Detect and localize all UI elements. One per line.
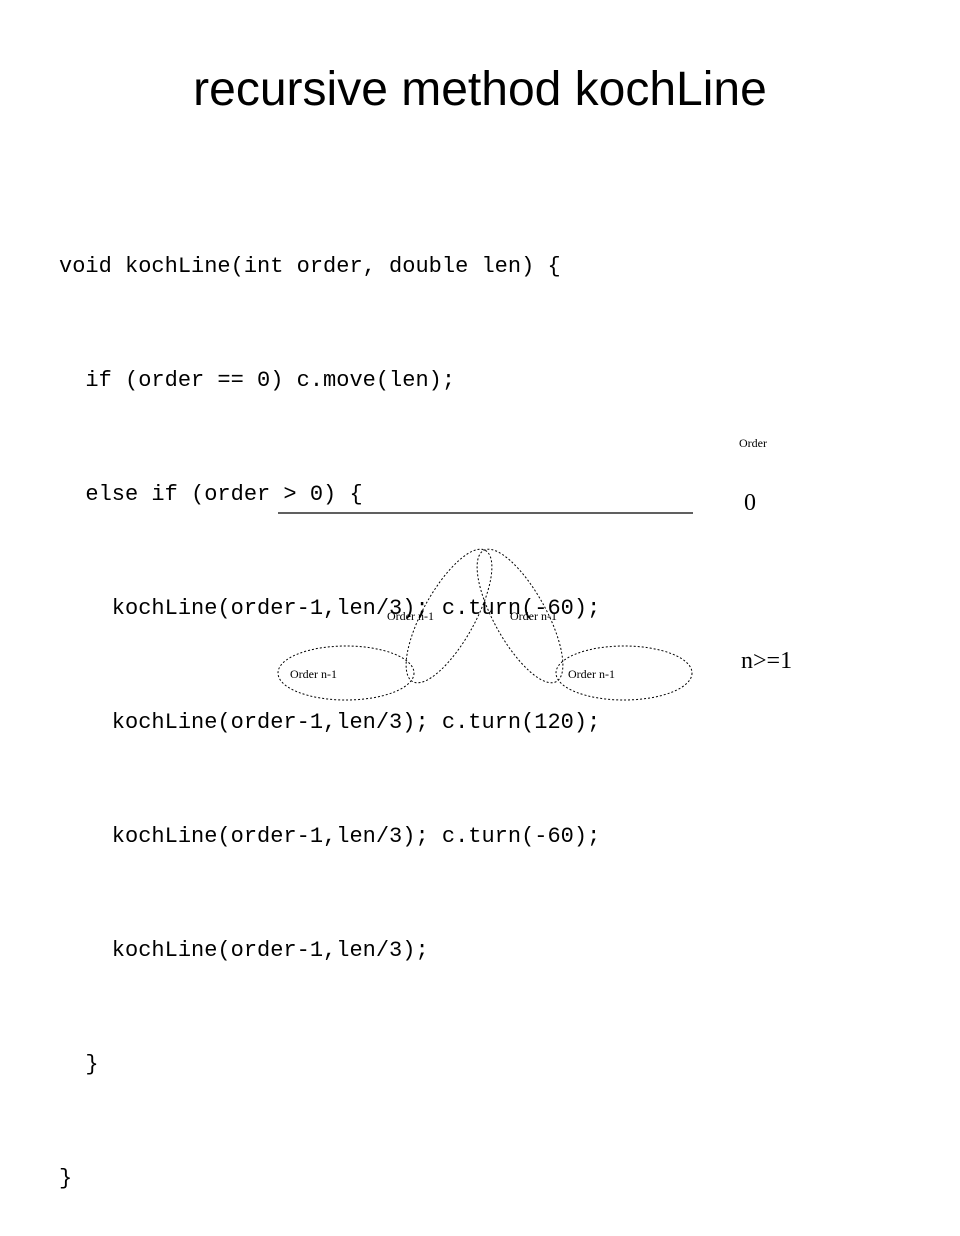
- code-line: kochLine(order-1,len/3); c.turn(-60);: [59, 596, 601, 621]
- slide-title: recursive method kochLine: [193, 63, 767, 116]
- order-header-label: Order: [739, 436, 767, 450]
- subcurve-label: Order n-1: [387, 609, 434, 623]
- subcurve-label: Order n-1: [568, 667, 615, 681]
- koch-diagram: Order 0 Order n-1 Order n-1 Order n-1 Or…: [277, 436, 792, 701]
- code-line: }: [59, 1166, 73, 1191]
- ordern-label: n>=1: [741, 648, 792, 674]
- code-line: if (order == 0) c.move(len);: [59, 368, 456, 393]
- order0-label: 0: [744, 490, 756, 516]
- subcurve-right-ellipse: [555, 645, 693, 701]
- code-line: void kochLine(int order, double len) {: [59, 254, 561, 279]
- code-line: else if (order > 0) {: [59, 482, 363, 507]
- code-line: kochLine(order-1,len/3);: [59, 938, 429, 963]
- subcurve-up-ellipse: [405, 548, 493, 684]
- code-line: }: [59, 1052, 99, 1077]
- ordern-shape: [277, 548, 693, 701]
- subcurve-label: Order n-1: [290, 667, 337, 681]
- subcurve-label: Order n-1: [510, 609, 557, 623]
- subcurve-left-ellipse: [277, 645, 415, 701]
- subcurve-down-ellipse: [476, 548, 564, 684]
- code-line: kochLine(order-1,len/3); c.turn(-60);: [59, 824, 601, 849]
